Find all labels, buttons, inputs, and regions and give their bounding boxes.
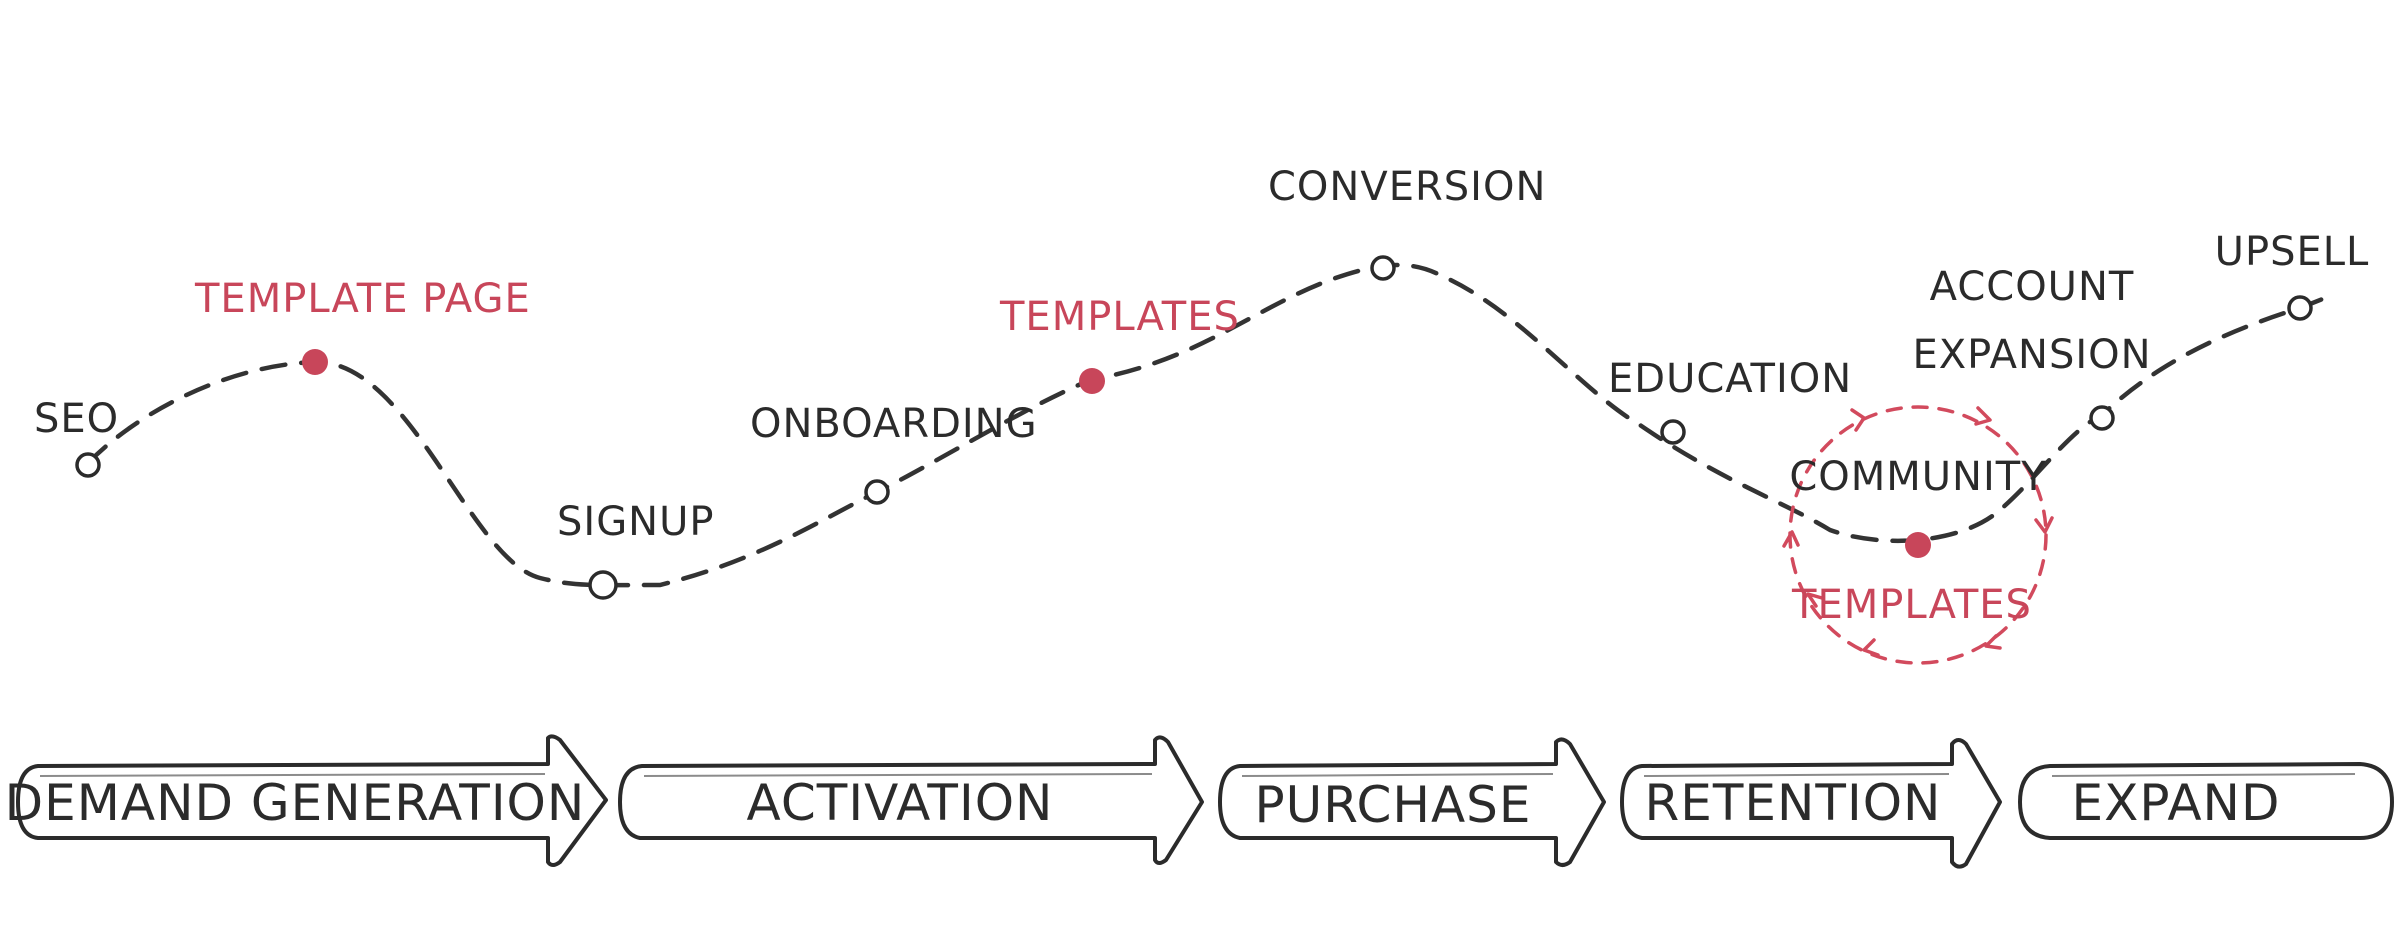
node-marker-highlight xyxy=(1079,368,1105,394)
node-label-seo: SEO xyxy=(34,396,119,442)
node-account-expansion: ACCOUNT EXPANSION xyxy=(1912,264,2151,431)
node-seo: SEO xyxy=(34,396,119,478)
node-label-expansion: EXPANSION xyxy=(1912,332,2151,378)
node-template-page: TEMPLATE PAGE xyxy=(194,276,531,375)
stage-arrow-edge xyxy=(2051,773,2356,777)
journey-path xyxy=(85,262,2328,588)
node-marker-highlight xyxy=(1905,532,1931,558)
stage-arrow-shape xyxy=(16,734,608,867)
node-label-community: COMMUNITY xyxy=(1789,454,2046,500)
node-templates: TEMPLATES xyxy=(999,294,1240,394)
node-marker xyxy=(1660,419,1686,445)
node-label-upsell: UPSELL xyxy=(2215,229,2370,275)
loop-templates-label: TEMPLATES xyxy=(1791,582,2032,628)
node-label-account: ACCOUNT xyxy=(1930,264,2135,310)
loop-arrow-icon xyxy=(1974,406,1992,426)
node-label-education: EDUCATION xyxy=(1608,356,1852,402)
stage-arrow-edge xyxy=(1241,773,1554,777)
community-loop: TEMPLATES xyxy=(1782,405,2054,665)
stage-arrow-edge xyxy=(39,773,546,777)
node-conversion: CONVERSION xyxy=(1268,164,1546,281)
node-marker xyxy=(864,479,890,505)
node-marker xyxy=(2089,405,2115,431)
node-marker xyxy=(75,452,101,478)
node-community: COMMUNITY xyxy=(1789,454,2046,558)
node-label-signup: SIGNUP xyxy=(557,499,715,545)
loop-arrow-icon xyxy=(1862,638,1880,657)
node-marker xyxy=(2287,295,2313,321)
node-upsell: UPSELL xyxy=(2215,229,2370,321)
loop-arrow-icon xyxy=(1984,634,2002,650)
node-label-template-page: TEMPLATE PAGE xyxy=(194,276,531,322)
node-marker-highlight xyxy=(302,349,328,375)
stage-label-activation: ACTIVATION xyxy=(747,774,1054,832)
stage-arrow-edge xyxy=(1643,773,1950,777)
loop-arrow-icon xyxy=(1782,530,1800,548)
stage-label-demand-generation: DEMAND GENERATION xyxy=(5,774,586,832)
loop-arrow-icon xyxy=(1850,408,1866,432)
stage-demand-generation: DEMAND GENERATION xyxy=(5,734,608,867)
node-education: EDUCATION xyxy=(1608,356,1852,445)
loop-arrow-icon xyxy=(2034,516,2054,534)
stage-expand: EXPAND xyxy=(2018,762,2394,840)
stage-label-retention: RETENTION xyxy=(1645,774,1942,832)
node-marker xyxy=(588,570,618,600)
loop-arrow-icon xyxy=(1806,592,1824,608)
stage-arrow-shape xyxy=(2018,762,2394,840)
stage-arrow-edge xyxy=(643,773,1153,777)
stage-arrow-shape xyxy=(1620,738,2002,869)
node-marker xyxy=(1370,255,1396,281)
node-label-templates: TEMPLATES xyxy=(999,294,1240,340)
stage-retention: RETENTION xyxy=(1620,738,2002,869)
stage-activation: ACTIVATION xyxy=(618,735,1204,865)
stage-purchase: PURCHASE xyxy=(1218,737,1606,867)
node-onboarding: ONBOARDING xyxy=(750,401,1038,505)
stage-arrow-shape xyxy=(618,735,1204,865)
stage-arrow-shape xyxy=(1218,737,1606,867)
stage-label-expand: EXPAND xyxy=(2072,774,2281,832)
node-label-onboarding: ONBOARDING xyxy=(750,401,1038,447)
stage-label-purchase: PURCHASE xyxy=(1254,776,1531,834)
node-signup: SIGNUP xyxy=(557,499,715,600)
node-label-conversion: CONVERSION xyxy=(1268,164,1546,210)
